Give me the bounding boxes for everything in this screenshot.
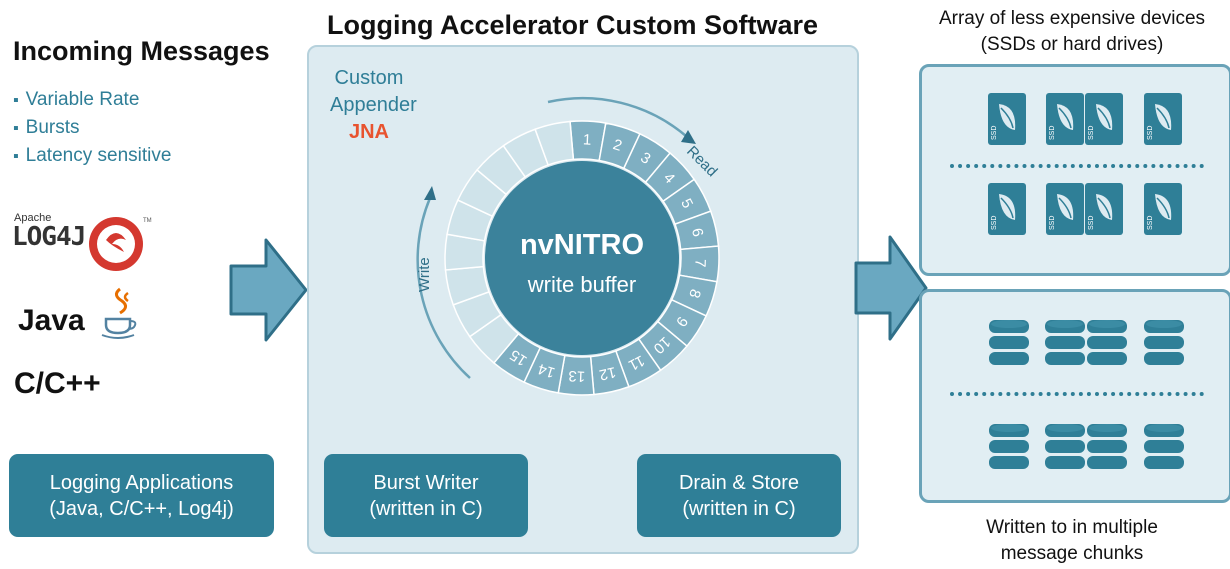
buffer-slot-label: 1: [583, 131, 592, 148]
read-arrow-icon: [547, 96, 687, 137]
storage-caption-line1: Array of less expensive devices: [938, 8, 1206, 29]
ssd-icon: SSD: [987, 92, 1027, 151]
appender-line2: Appender: [330, 94, 417, 116]
storage-bottom-line2: message chunks: [1000, 543, 1144, 564]
ssd-icon: SSD: [1143, 182, 1183, 241]
log4j-logo: Apache LOG4J TM: [12, 212, 162, 274]
ssd-icon: SSD: [1045, 182, 1085, 241]
read-arrowhead-icon: [681, 130, 696, 144]
bullet-variable-rate: Variable Rate: [13, 86, 171, 114]
java-label: Java: [18, 304, 85, 337]
bullet-latency: Latency sensitive: [13, 142, 172, 170]
burst-writer-line1: Burst Writer: [373, 471, 479, 494]
hdd-divider: [950, 392, 1204, 396]
svg-text:SSD: SSD: [1049, 126, 1056, 140]
hard-drive-icon: [1142, 316, 1186, 373]
ssd-icon: SSD: [1084, 182, 1124, 241]
cpp-label: C/C++: [14, 367, 101, 400]
buffer-slot-empty: [534, 120, 575, 166]
svg-text:SSD: SSD: [1088, 126, 1095, 140]
buffer-slot-label: 14: [536, 360, 557, 381]
log4j-small-text: Apache: [14, 212, 52, 224]
logging-apps-line1: Logging Applications: [49, 471, 234, 494]
storage-caption-line2: (SSDs or hard drives): [980, 34, 1164, 55]
log4j-big-text: LOG4J: [12, 222, 86, 252]
ssd-icon: SSD: [1045, 92, 1085, 151]
custom-appender-label: Custom Appender JNA: [330, 65, 417, 146]
write-label: Write: [416, 257, 433, 292]
jna-label: JNA: [348, 121, 389, 143]
buffer-slot-label: 12: [598, 363, 618, 383]
buffer-slot-label: 15: [507, 346, 530, 369]
software-title: Logging Accelerator Custom Software: [327, 10, 819, 40]
drain-store-line2: (written in C): [682, 497, 796, 520]
drain-store-line1: Drain & Store: [678, 471, 800, 494]
burst-writer-line2: (written in C): [369, 497, 483, 520]
java-cup-icon: [101, 287, 137, 339]
incoming-bullets: Variable Rate Bursts Latency sensitive: [13, 86, 172, 170]
svg-text:SSD: SSD: [1147, 216, 1154, 230]
buffer-name: nvNITRO: [520, 229, 644, 261]
logging-apps-line2: (Java, C/C++, Log4j): [49, 497, 234, 520]
drain-store-box: Drain & Store (written in C): [637, 454, 841, 537]
storage-caption: Array of less expensive devices (SSDs or…: [914, 6, 1230, 58]
hard-drive-icon: [1142, 420, 1186, 477]
ssd-icon: SSD: [1084, 92, 1124, 151]
ssd-icon: SSD: [987, 182, 1027, 241]
buffer-slot-label: 7: [691, 259, 708, 268]
buffer-slot-label: 13: [568, 367, 585, 385]
buffer-slot-label: 6: [688, 227, 706, 239]
svg-text:SSD: SSD: [991, 126, 998, 140]
hard-drive-icon: [1085, 420, 1129, 477]
svg-text:TM: TM: [143, 218, 152, 224]
hard-drive-icon: [987, 420, 1031, 477]
hard-drive-icon: [1085, 316, 1129, 373]
buffer-core: [485, 161, 679, 355]
burst-writer-box: Burst Writer (written in C): [324, 454, 528, 537]
hard-drive-icon: [1043, 316, 1087, 373]
incoming-arrow-icon: [229, 238, 308, 342]
write-arrowhead-icon: [424, 186, 436, 200]
log4j-feather-icon: TM: [89, 217, 152, 271]
incoming-title: Incoming Messages: [13, 36, 270, 66]
appender-line1: Custom: [334, 67, 404, 89]
storage-bottom-caption: Written to in multiple message chunks: [914, 515, 1230, 567]
write-arrow-icon: [416, 197, 471, 379]
storage-bottom-line1: Written to in multiple: [986, 517, 1158, 538]
logging-applications-box: Logging Applications (Java, C/C++, Log4j…: [9, 454, 274, 537]
hard-drive-icon: [1043, 420, 1087, 477]
svg-text:SSD: SSD: [1147, 126, 1154, 140]
svg-text:SSD: SSD: [1088, 216, 1095, 230]
svg-text:SSD: SSD: [1049, 216, 1056, 230]
buffer-slot-label: 11: [626, 352, 648, 374]
bullet-bursts: Bursts: [13, 114, 171, 142]
hard-drive-icon: [987, 316, 1031, 373]
ssd-divider: [950, 164, 1204, 168]
ssd-icon: SSD: [1143, 92, 1183, 151]
buffer-sub: write buffer: [527, 272, 636, 297]
outgoing-arrow-icon: [854, 235, 928, 341]
svg-text:SSD: SSD: [991, 216, 998, 230]
